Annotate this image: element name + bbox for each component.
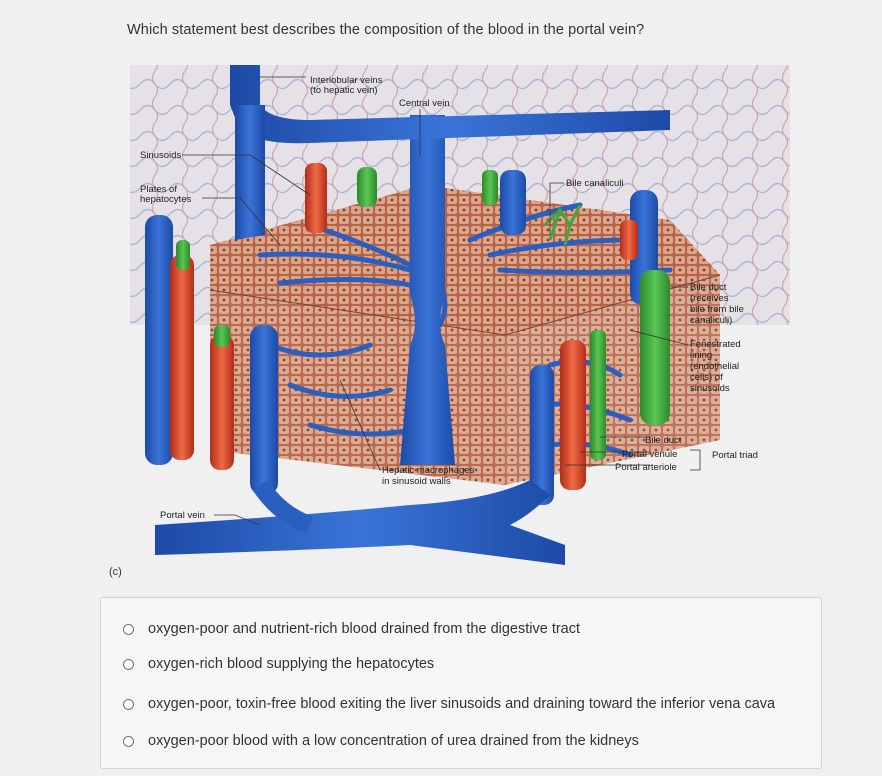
label-plates-2: hepatocytes [140,194,191,205]
bile-canaliculi [543,204,582,246]
right-bile-duct [640,270,670,425]
label-interlobular-1: Interlobular veins [310,75,383,86]
label-fenestrated-1: Fenestrated [690,339,741,350]
liver-lobule-figure: Interlobular veins (to hepatic vein) Cen… [110,45,810,575]
label-portal-vein: Portal vein [160,510,205,521]
radio-button[interactable] [123,698,134,710]
answer-option-4[interactable]: oxygen-poor blood with a low concentrati… [123,733,639,749]
label-fenestrated-2: lining [690,350,712,361]
liver-lobule-diagram: Interlobular veins (to hepatic vein) Cen… [130,65,790,565]
radio-button[interactable] [123,735,134,747]
label-bile-duct-right-2: (receives [690,293,729,304]
label-interlobular-2: (to hepatic vein) [310,85,378,96]
label-macrophages-1: Hepatic macrophages [382,465,475,476]
answer-option-1[interactable]: oxygen-poor and nutrient-rich blood drai… [123,621,580,637]
right-portal-arteriole [560,340,586,490]
right-portal-venule [530,365,554,505]
question-text: Which statement best describes the compo… [127,22,645,38]
label-central-vein: Central vein [399,98,450,109]
label-bile-canaliculi: Bile canaliculi [566,178,624,189]
label-sinusoids: Sinusoids [140,150,181,161]
label-bile-duct-right-3: bile from bile [690,304,744,315]
figure-panel-label: (c) [109,566,122,578]
label-triad-bile-duct: Bile duct [645,435,682,446]
label-bile-duct-right-1: Bile duct [690,282,727,293]
answer-option-3[interactable]: oxygen-poor, toxin-free blood exiting th… [123,696,775,712]
radio-button[interactable] [123,623,134,635]
left-portal-arteriole [170,255,194,460]
answer-option-text: oxygen-poor and nutrient-rich blood drai… [148,621,581,637]
radio-button[interactable] [123,658,134,670]
label-fenestrated-3: (endothelial [690,361,739,372]
label-fenestrated-5: sinusoids [690,383,730,394]
interlobular-vein [230,65,670,144]
answer-options: oxygen-poor and nutrient-rich blood drai… [100,597,822,769]
lobule-top-surface [210,185,720,335]
left-portal-venule [145,215,173,465]
label-fenestrated-4: cells) of [690,372,723,383]
portal-vein [155,480,565,565]
answer-option-2[interactable]: oxygen-rich blood supplying the hepatocy… [123,656,434,672]
label-portal-triad: Portal triad [712,450,758,461]
answer-option-text: oxygen-rich blood supplying the hepatocy… [148,656,435,672]
central-vein [400,115,455,465]
label-bile-duct-right-4: canaliculi) [690,315,732,326]
label-macrophages-2: in sinusoid walls [382,476,451,487]
label-triad-portal-venule: Portal venule [622,449,677,460]
answer-option-text: oxygen-poor, toxin-free blood exiting th… [148,696,776,712]
label-plates-1: Plates of [140,184,177,195]
answer-option-text: oxygen-poor blood with a low concentrati… [148,733,639,749]
label-triad-portal-arteriole: Portal arteriole [615,462,677,473]
